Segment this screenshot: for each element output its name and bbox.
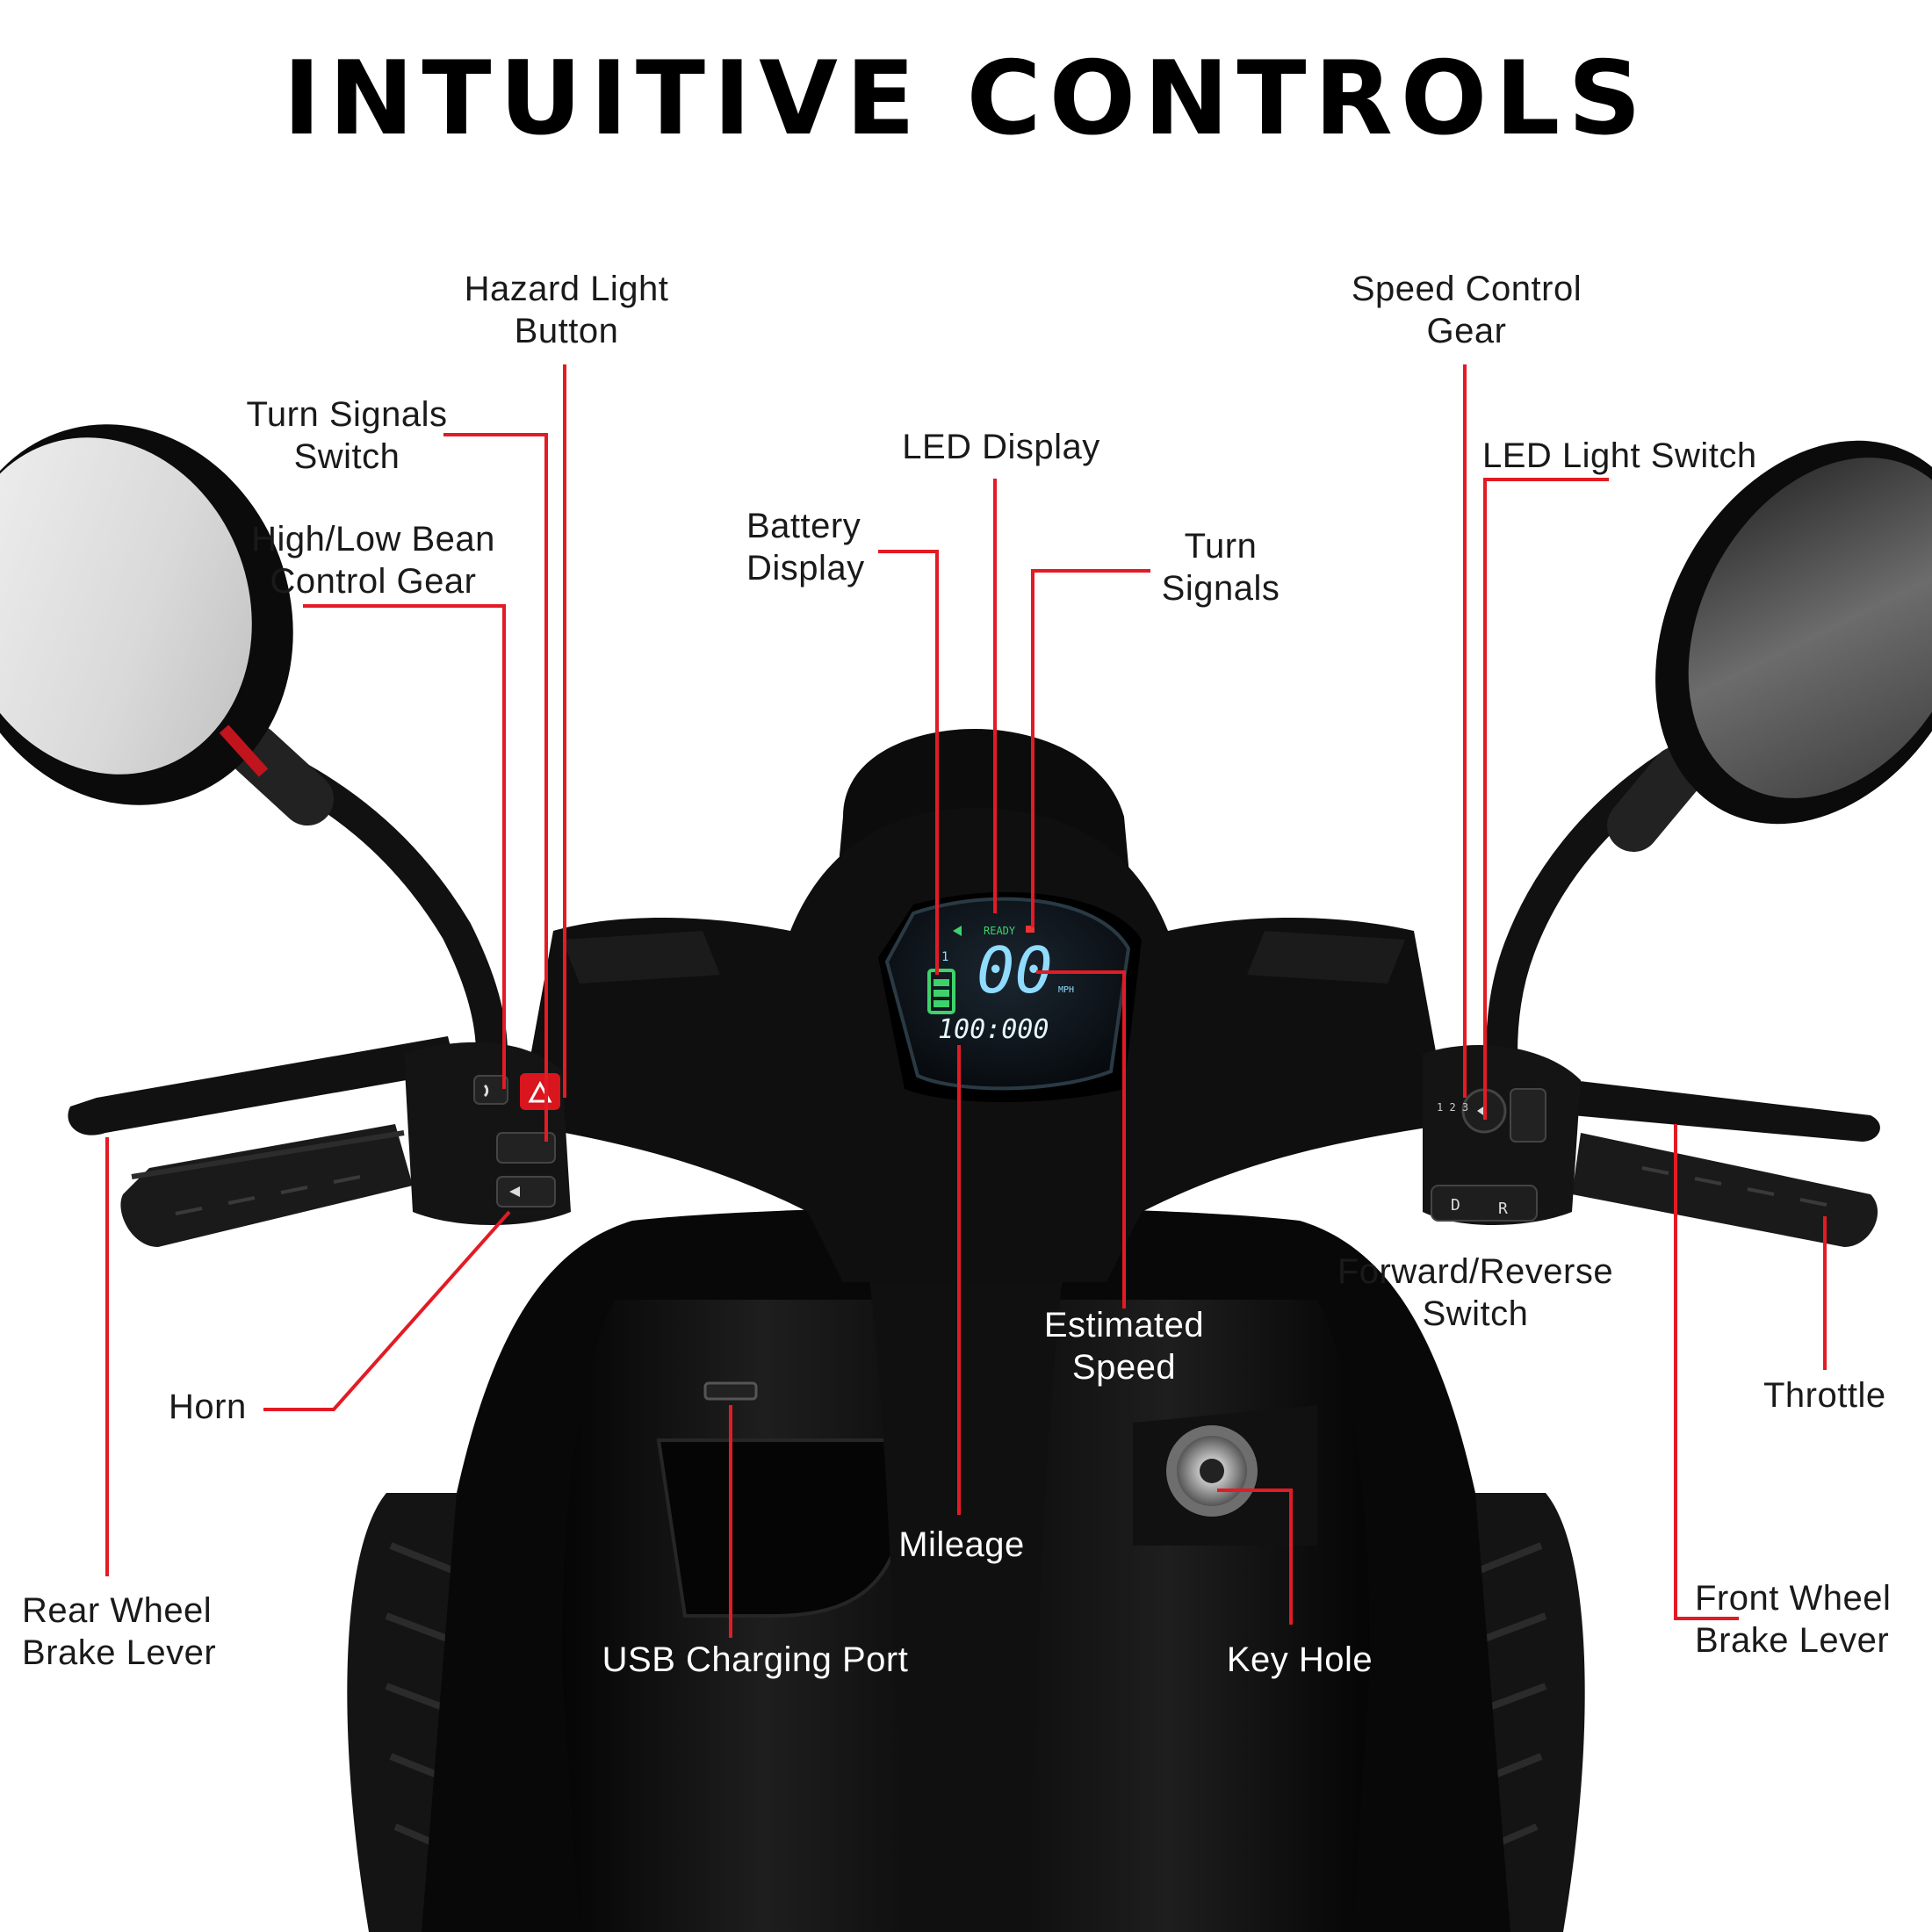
right-handlebar: 1 2 3 D R — [1423, 1045, 1880, 1247]
leader-turn-signals — [1031, 569, 1150, 927]
leader-lines — [105, 364, 1827, 1638]
label-battery-display: Battery Display — [746, 507, 865, 588]
leader-led-switch — [1483, 478, 1609, 1120]
turn-signal-icon — [953, 926, 962, 936]
drive-mark: D — [1451, 1196, 1460, 1215]
left-handlebar — [68, 1036, 571, 1247]
label-led-display: LED Display — [902, 428, 1100, 466]
leader-horn — [263, 1210, 511, 1411]
hazard-light-button — [520, 1073, 560, 1110]
label-led-light-switch: LED Light Switch — [1482, 436, 1757, 475]
ready-indicator: READY — [984, 925, 1016, 937]
leader-turn-switch — [443, 433, 548, 1142]
speed-unit: MPH — [1058, 985, 1074, 995]
horn-button — [496, 1176, 556, 1208]
page-title: INTUITIVE CONTROLS — [283, 40, 1649, 158]
label-front-wheel-brake-lever: Front Wheel Brake Lever — [1695, 1579, 1892, 1660]
label-throttle: Throttle — [1763, 1376, 1886, 1415]
label-high-low-beam: High/Low Bean Control Gear — [251, 520, 495, 601]
label-key-hole: Key Hole — [1226, 1640, 1373, 1679]
label-hazard-light-button: Hazard Light Button — [464, 270, 669, 350]
usb-port — [703, 1381, 758, 1401]
label-forward-reverse-switch: Forward/Reverse Switch — [1337, 1252, 1614, 1333]
gear-indicator: 1 — [941, 950, 948, 964]
label-speed-control-gear: Speed Control Gear — [1351, 270, 1582, 350]
forward-reverse-switch — [1431, 1185, 1538, 1222]
throttle-grip — [1572, 1133, 1878, 1247]
label-mileage: Mileage — [898, 1525, 1025, 1564]
label-estimated-speed: Estimated Speed — [1043, 1306, 1205, 1387]
leader-battery — [878, 550, 939, 975]
battery-icon — [927, 969, 955, 1014]
leader-key — [1217, 1489, 1293, 1625]
label-turn-signals: Turn Signals — [1161, 527, 1280, 608]
speed-marks: 1 2 3 — [1437, 1101, 1468, 1114]
led-light-switch — [1510, 1088, 1546, 1143]
label-turn-signals-switch: Turn Signals Switch — [246, 395, 448, 476]
turn-signals-switch — [496, 1132, 556, 1164]
reverse-mark: R — [1498, 1200, 1508, 1218]
left-mirror — [0, 424, 508, 1070]
key-hole — [1166, 1425, 1258, 1517]
leader-speed — [1036, 970, 1126, 1308]
label-horn: Horn — [169, 1388, 247, 1426]
leader-front-brake — [1674, 1124, 1739, 1620]
steering-column — [861, 1212, 1071, 1932]
label-usb-charging-port: USB Charging Port — [602, 1640, 909, 1679]
odometer-readout: 100:000 — [938, 1014, 1049, 1045]
lcd-display: READY 1 00 MPH 100:000 — [884, 897, 1131, 1091]
front-brake-lever — [1572, 1080, 1880, 1142]
label-rear-wheel-brake-lever: Rear Wheel Brake Lever — [22, 1591, 217, 1672]
right-mirror — [1486, 440, 1932, 1070]
rear-brake-lever — [68, 1036, 457, 1135]
leader-high-low — [303, 604, 506, 1089]
high-low-beam-switch — [473, 1075, 508, 1105]
